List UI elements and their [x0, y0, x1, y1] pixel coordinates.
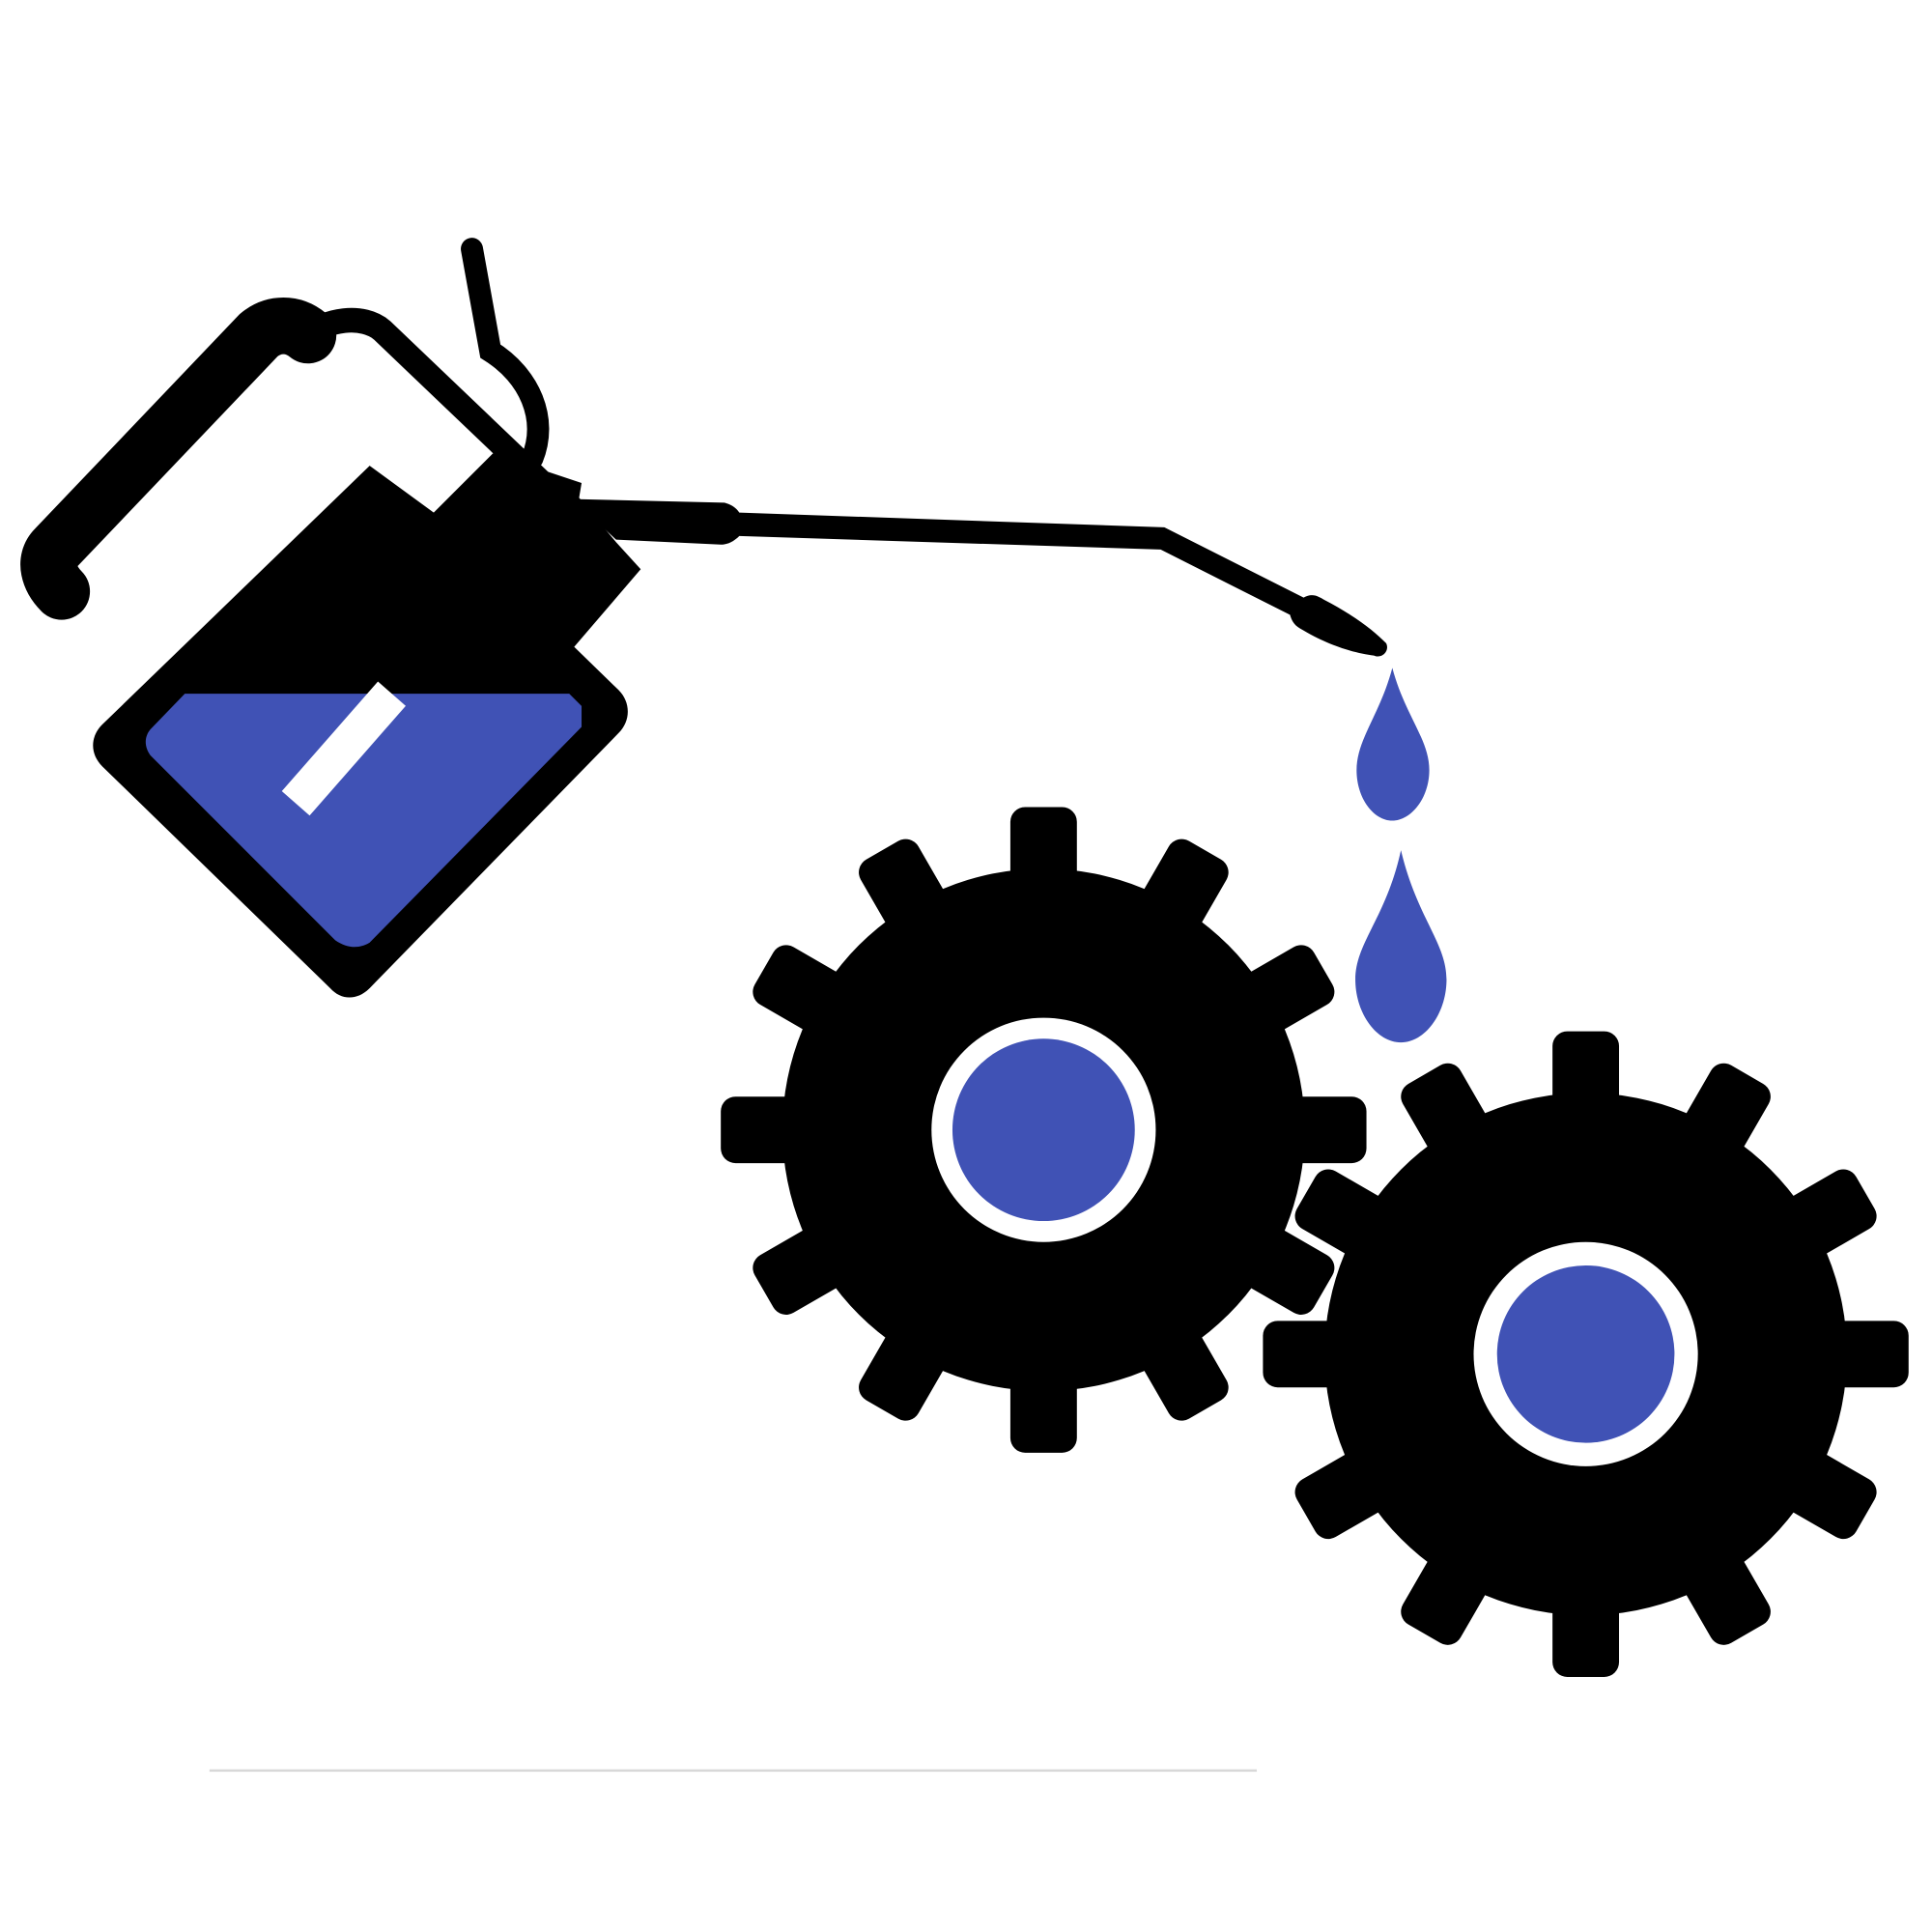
gear-tooth	[1401, 1063, 1497, 1172]
gear-tooth	[1226, 945, 1335, 1041]
gear-tooth	[1132, 1313, 1229, 1421]
oil-can-wire	[461, 238, 550, 469]
oil-drop-icon	[1355, 850, 1447, 1043]
gear-tooth	[1809, 1321, 1909, 1388]
oil-can-spout	[573, 498, 1387, 657]
gear-tooth	[753, 1218, 861, 1315]
oil-can-icon	[20, 238, 1387, 998]
oil-window-highlight	[281, 681, 407, 816]
gear-hub	[952, 1038, 1135, 1222]
gear-tooth	[1226, 1218, 1335, 1315]
gear-tooth	[1263, 1321, 1362, 1388]
gear-tooth	[1267, 1096, 1367, 1164]
gear-tooth	[859, 838, 955, 948]
oil-can-grip	[20, 298, 337, 620]
oil-can-handle	[289, 307, 585, 526]
oil-drop-icon	[1356, 668, 1430, 821]
gear-tooth	[1294, 1442, 1404, 1540]
gear-tooth	[1132, 838, 1229, 948]
gear-tooth	[1674, 1063, 1771, 1172]
gear-icon	[721, 807, 1367, 1453]
oil-level-window	[145, 694, 582, 948]
gear-icon	[1263, 1031, 1909, 1677]
gear-tooth	[1294, 1169, 1404, 1265]
gear-tooth	[1009, 807, 1077, 906]
gear-tooth	[1552, 1577, 1620, 1677]
gear-tooth	[753, 945, 861, 1041]
gear-tooth	[1769, 1169, 1877, 1265]
gear-hub	[1496, 1264, 1675, 1443]
gear-tooth	[1769, 1442, 1877, 1540]
gear-tooth	[1401, 1537, 1497, 1645]
gear-tooth	[1552, 1031, 1620, 1130]
gear-tooth	[1009, 1353, 1077, 1453]
gear-tooth	[859, 1313, 955, 1421]
gear-tooth	[721, 1096, 820, 1164]
gear-tooth	[1674, 1537, 1771, 1645]
